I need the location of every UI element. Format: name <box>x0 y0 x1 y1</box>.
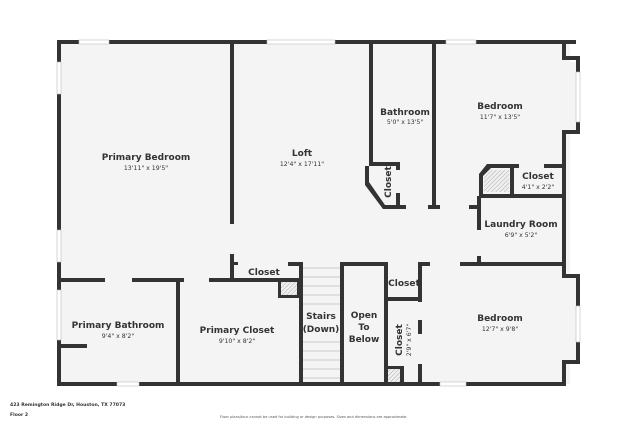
room-dims: 12'7" x 9'8" <box>482 326 519 333</box>
room-name: Closet <box>522 172 554 182</box>
room-loft: Loft 12'4" x 17'11" <box>280 149 324 168</box>
room-dims: 2'9" x 6'7" <box>406 324 413 357</box>
room-bedroom-2: Bedroom 12'7" x 9'8" <box>477 314 523 333</box>
room-primary-closet: Primary Closet 9'10" x 8'2" <box>200 326 275 345</box>
room-dims: 13'11" x 19'5" <box>124 165 168 172</box>
room-name: Primary Bathroom <box>72 321 165 331</box>
room-bedroom-1: Bedroom 11'7" x 13'5" <box>477 102 523 121</box>
room-name: Laundry Room <box>484 220 557 230</box>
room-name: Open <box>351 311 378 321</box>
room-name: Closet <box>248 268 280 278</box>
room-bathroom: Bathroom 5'0" x 13'5" <box>380 108 430 126</box>
room-closet-bath: Closet <box>384 165 394 197</box>
room-closet-bed1: Closet 4'1" x 2'2" <box>522 172 555 191</box>
room-dims: 9'10" x 8'2" <box>219 338 256 345</box>
room-name: Closet <box>395 323 405 355</box>
room-name: Closet <box>388 279 420 289</box>
room-closet-loft: Closet <box>248 268 280 278</box>
stairs-treads <box>303 267 340 379</box>
disclaimer: Floor plans/tour cannot be used for buil… <box>220 415 408 419</box>
room-dims: 4'1" x 2'2" <box>522 184 555 191</box>
room-name-3: Below <box>349 335 380 345</box>
room-primary-bathroom: Primary Bathroom 9'4" x 8'2" <box>72 321 165 340</box>
room-name: Stairs <box>306 312 336 322</box>
room-name: Primary Bedroom <box>102 153 191 163</box>
room-primary-bedroom: Primary Bedroom 13'11" x 19'5" <box>102 153 191 172</box>
room-dims: 12'4" x 17'11" <box>280 161 324 168</box>
room-name: Bedroom <box>477 102 523 112</box>
room-name: Bedroom <box>477 314 523 324</box>
room-name: Closet <box>384 165 394 197</box>
room-dims: 5'0" x 13'5" <box>387 119 424 126</box>
windows <box>56 39 581 387</box>
floor-label: Floor 2 <box>10 413 29 418</box>
room-open-to-below: Open To Below <box>349 311 380 345</box>
room-name: Primary Closet <box>200 326 275 336</box>
room-dims: 11'7" x 13'5" <box>480 114 520 121</box>
room-name: Loft <box>292 149 313 159</box>
property-address: 423 Remington Ridge Dr, Houston, TX 7707… <box>10 403 126 408</box>
room-closet-hall: Closet <box>388 279 420 289</box>
room-laundry-room: Laundry Room 6'9" x 5'2" <box>484 220 557 239</box>
room-dims: 6'9" x 5'2" <box>505 232 538 239</box>
interior-walls <box>59 42 565 384</box>
room-name: Bathroom <box>380 108 430 118</box>
room-name-2: To <box>358 323 369 333</box>
room-dims: 9'4" x 8'2" <box>102 333 135 340</box>
room-stairs: Stairs (Down) <box>303 308 340 340</box>
room-closet-bed2: Closet 2'9" x 6'7" <box>395 323 413 356</box>
room-name-2: (Down) <box>303 325 340 335</box>
